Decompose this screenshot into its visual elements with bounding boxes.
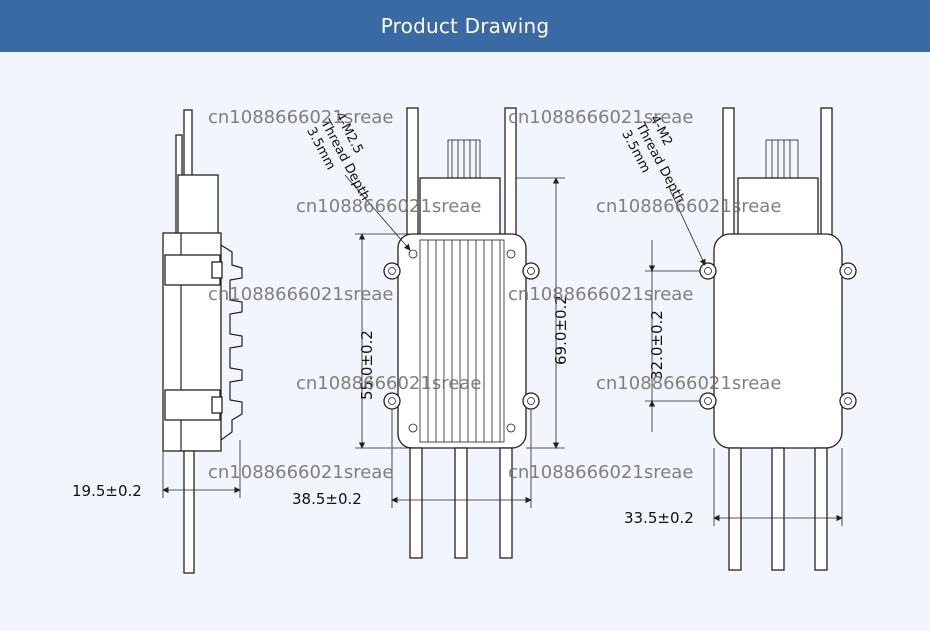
watermark-text: cn1088666021sreae — [508, 284, 693, 305]
watermark-text: cn1088666021sreae — [208, 462, 393, 483]
dim-front-hole-spacing: 55.0±0.2 — [358, 330, 376, 400]
watermark-text: cn1088666021sreae — [596, 196, 781, 217]
header-bar: Product Drawing — [0, 0, 930, 52]
dim-front-width: 38.5±0.2 — [292, 490, 362, 508]
back-view: 33.5±0.2 32.0±0.2 4-M2 Thread Depth 3.5m… — [618, 107, 857, 571]
watermark-text: cn1088666021sreae — [508, 107, 693, 128]
watermark-text: cn1088666021sreae — [296, 196, 481, 217]
dim-back-width: 33.5±0.2 — [624, 509, 694, 527]
front-view: 38.5±0.2 55.0±0.2 69.0±0.2 4-M2.5 Thread… — [292, 107, 570, 559]
watermark-text: cn1088666021sreae — [296, 373, 481, 394]
watermark-text: cn1088666021sreae — [208, 107, 393, 128]
watermark-text: cn1088666021sreae — [208, 284, 393, 305]
product-drawing: 19.5±0.2 — [0, 52, 930, 631]
watermarks: cn1088666021sreae cn1088666021sreae cn10… — [208, 107, 781, 483]
watermark-text: cn1088666021sreae — [508, 462, 693, 483]
side-view: 19.5±0.2 — [72, 109, 243, 574]
dim-back-hole-spacing: 32.0±0.2 — [648, 310, 666, 380]
dim-front-height: 69.0±0.2 — [552, 295, 570, 365]
watermark-text: cn1088666021sreae — [596, 373, 781, 394]
dim-side-width: 19.5±0.2 — [72, 482, 142, 500]
drawing-canvas: 19.5±0.2 — [72, 107, 857, 574]
page-title: Product Drawing — [380, 14, 550, 38]
